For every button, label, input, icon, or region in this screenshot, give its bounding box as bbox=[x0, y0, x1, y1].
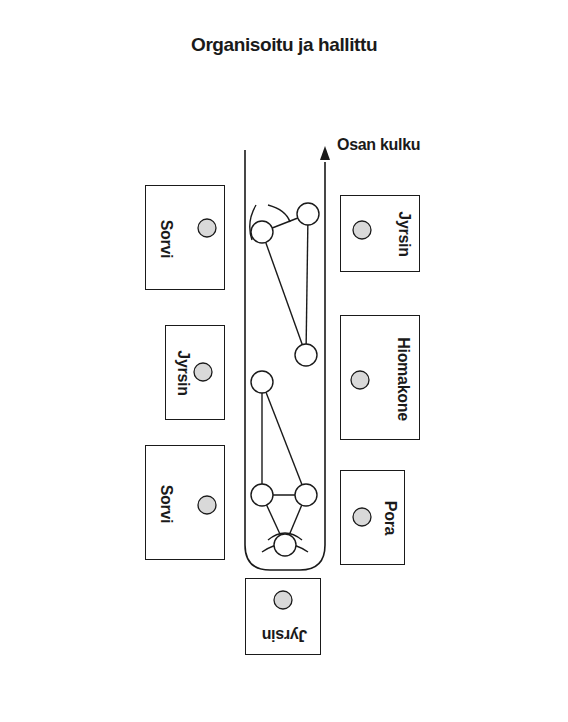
flow-arrowhead bbox=[320, 146, 330, 160]
machine-box: Hiomakone bbox=[340, 315, 420, 440]
flow-corridor bbox=[245, 150, 325, 570]
machine-box: Jyrsin bbox=[165, 325, 225, 420]
machine-box: Jyrsin bbox=[340, 195, 420, 272]
machine-box: Sorvi bbox=[145, 445, 225, 560]
machine-name: Jyrsin bbox=[262, 627, 307, 643]
machine-box: Sorvi bbox=[145, 185, 225, 290]
machine-name: Sorvi bbox=[158, 220, 174, 259]
machine-name: Pora bbox=[382, 501, 398, 535]
machine-name: Jyrsin bbox=[396, 211, 412, 256]
machine-box: Jyrsin bbox=[245, 578, 321, 655]
machine-box: Pora bbox=[340, 470, 405, 565]
machine-name: Sorvi bbox=[158, 485, 174, 524]
diagram-title: Organisoitu ja hallittu bbox=[191, 34, 377, 56]
flow-label: Osan kulku bbox=[337, 136, 420, 154]
machine-name: Jyrsin bbox=[175, 350, 191, 395]
worker-circles bbox=[251, 203, 319, 556]
machine-station-marks bbox=[194, 219, 371, 609]
machine-name: Hiomakone bbox=[395, 337, 411, 421]
